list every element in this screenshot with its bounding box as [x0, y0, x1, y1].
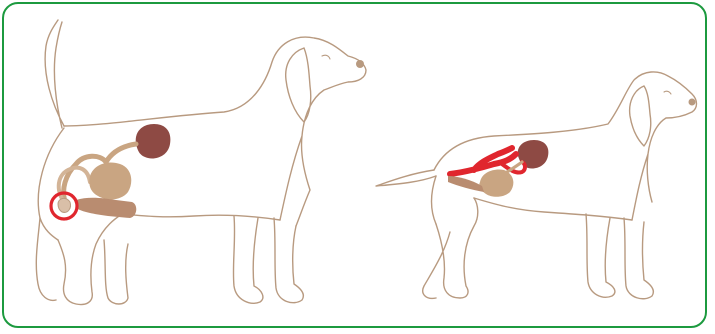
left-dog-nose — [356, 60, 364, 68]
left-dog-tail — [45, 20, 64, 128]
right-dog-eye — [664, 91, 671, 94]
right-dog-ear — [630, 86, 651, 146]
left-dog-organs — [51, 124, 170, 219]
right-dog-tail — [376, 170, 436, 186]
right-urethra — [448, 176, 484, 192]
left-dog-front-legs — [233, 216, 303, 303]
right-dog-front-legs — [586, 214, 653, 299]
left-testis — [58, 198, 71, 212]
illustration-frame — [2, 2, 707, 328]
right-dog-nose — [689, 99, 696, 106]
right-dog-hind-legs — [423, 198, 478, 298]
right-dog — [376, 72, 697, 299]
left-dog-hind-legs — [36, 214, 128, 305]
left-urethra — [76, 198, 136, 218]
right-dog-organs — [448, 140, 548, 197]
left-dog — [36, 20, 366, 305]
right-highlight-duct — [450, 148, 516, 174]
illustration-canvas — [4, 4, 707, 328]
left-bladder — [89, 163, 131, 200]
right-bladder — [479, 170, 513, 197]
left-kidney — [136, 124, 171, 158]
left-dog-eye — [322, 55, 330, 59]
